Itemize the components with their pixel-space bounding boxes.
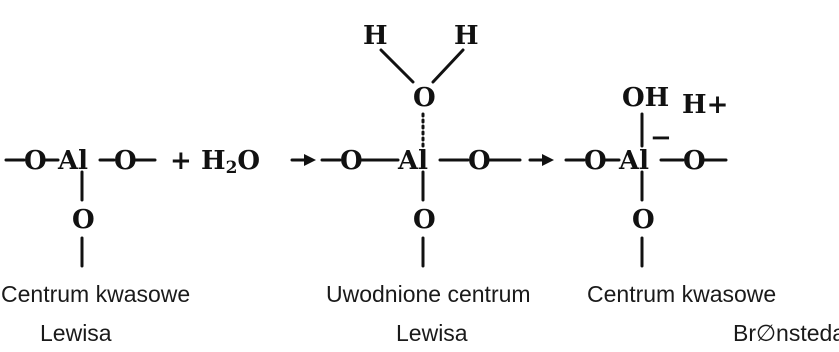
water-subscript: 2 (226, 158, 238, 178)
oxygen-atom-right: O (468, 146, 491, 176)
oxygen-atom-left: O (584, 146, 607, 176)
oxygen-atom-bottom: O (632, 205, 655, 235)
reaction-reagent: + H2O (170, 146, 260, 178)
oxygen-atom-bottom: O (72, 205, 95, 235)
water-oxygen: O (237, 146, 260, 176)
lewis-acid-site-structure: O Al O O (4, 146, 157, 268)
oxygen-atom-right: O (114, 146, 137, 176)
plus-sign: + (170, 146, 192, 176)
oxygen-atom-left: O (340, 146, 363, 176)
water-hydrogen: H (201, 146, 226, 176)
oxygen-atom-bottom: O (413, 205, 436, 235)
water-formula: H2O (201, 146, 260, 178)
hydrated-lewis-site-structure: H H O O Al O O (320, 21, 522, 268)
oxygen-atom-left: O (24, 146, 47, 176)
hydroxyl-group: OH (622, 83, 669, 113)
reaction-arrow-1 (290, 154, 316, 166)
negative-charge: − (650, 123, 672, 153)
caption-left-line1: Centrum kwasowe (1, 281, 190, 307)
hydrogen-atom-right: H (454, 21, 479, 51)
caption-middle-line1: Uwodnione centrum (326, 281, 531, 307)
water-oxygen-atom: O (413, 83, 436, 113)
bond-h-o-left (379, 48, 415, 84)
caption-right-line1: Centrum kwasowe (587, 281, 776, 307)
oxygen-atom-right: O (683, 146, 706, 176)
bronsted-acid-site-structure: OH H+ O Al − O O (564, 83, 728, 268)
caption-left-line2: Lewisa (40, 320, 112, 346)
caption-middle-line2: Lewisa (396, 320, 468, 346)
caption-right-line2: Br∅nsteda (733, 320, 839, 346)
aluminium-atom-left: Al (57, 146, 88, 176)
proton-label: H+ (682, 90, 728, 120)
hydrogen-atom-left: H (363, 21, 388, 51)
captions: Centrum kwasowe Lewisa Uwodnione centrum… (1, 281, 839, 346)
reaction-arrow-2 (528, 154, 554, 166)
aluminium-atom-right: Al (618, 146, 649, 176)
bond-h-o-right (431, 48, 465, 84)
